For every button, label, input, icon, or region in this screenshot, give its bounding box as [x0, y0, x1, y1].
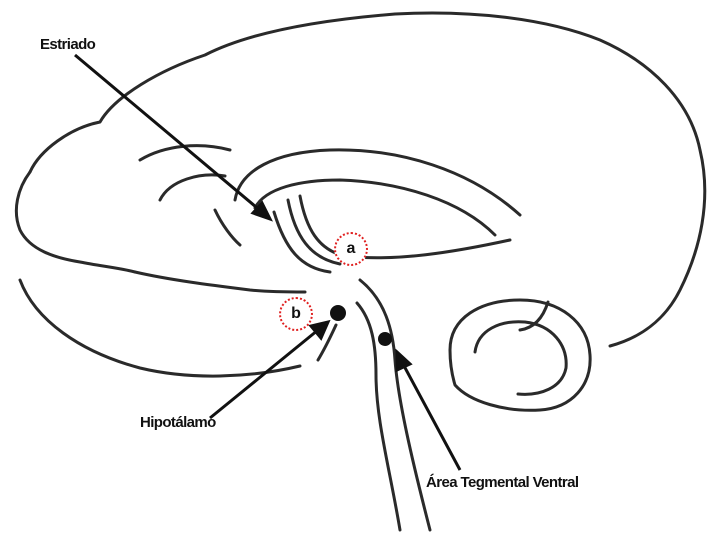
frontal-hook-inner [160, 175, 225, 200]
striatum-label: Estriado [40, 36, 95, 53]
vta-arrowhead [397, 352, 410, 370]
brainstem-back [360, 280, 430, 530]
vta-nucleus [378, 332, 392, 346]
cerebellum-notch [520, 302, 548, 330]
vta-label: Área Tegmental Ventral [426, 474, 578, 491]
marker-b: b [279, 297, 313, 331]
cortex-outline [30, 13, 705, 346]
genu-curve [215, 210, 240, 245]
hypothalamus-arrowhead [311, 322, 328, 338]
temporal-lobe-outline [135, 272, 305, 292]
temporal-lobe-lower [20, 280, 300, 376]
hypothalamus-label: Hipotálamo [140, 414, 216, 431]
hypothalamus-arrow [210, 330, 318, 418]
marker-a: a [334, 232, 368, 266]
cerebellum-inner [475, 322, 566, 395]
thalamic-fold [345, 240, 510, 258]
hypothalamus-nucleus [330, 305, 346, 321]
frontal-base-outline [16, 172, 135, 272]
